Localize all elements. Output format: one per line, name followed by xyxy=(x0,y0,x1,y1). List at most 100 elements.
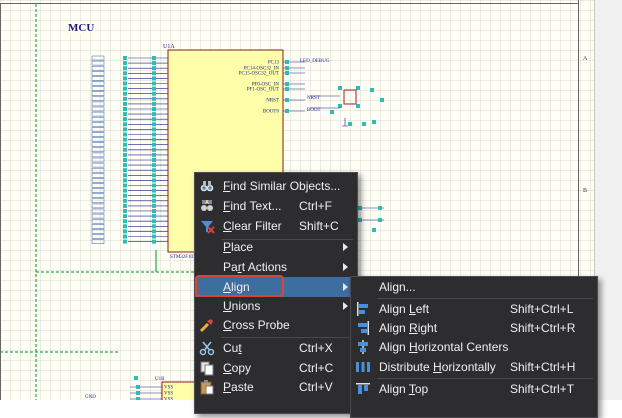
menu-item-label: Align xyxy=(223,280,250,294)
menu-item-find-similar-objects[interactable]: Find Similar Objects... xyxy=(195,176,357,196)
pin-handle xyxy=(356,104,360,108)
submenu-arrow-icon xyxy=(343,243,348,251)
net-label-box xyxy=(91,198,105,204)
menu-item-part-actions[interactable]: Part Actions xyxy=(195,257,357,277)
pin-handle xyxy=(152,224,156,229)
menu-item-paste[interactable]: Paste Ctrl+V xyxy=(195,377,357,397)
pin-handle xyxy=(152,188,156,193)
pin-handle xyxy=(152,142,156,147)
pin-handle xyxy=(358,206,362,210)
net-label-box xyxy=(91,208,105,214)
net-label-box xyxy=(91,127,105,132)
border-letter-a: A xyxy=(583,56,588,62)
pin-handle xyxy=(123,188,127,193)
menu-item-label: Cross Probe xyxy=(223,318,290,332)
pin-handle xyxy=(123,234,127,239)
align-submenu: Align... Align Left Shift+Ctrl+L Align R… xyxy=(350,276,598,418)
menu-item-label: Cut xyxy=(223,341,242,355)
menu-item-shortcut: Ctrl+C xyxy=(299,361,334,375)
pin-handle xyxy=(123,158,127,162)
net-label-box xyxy=(91,111,105,117)
pin-handle xyxy=(378,206,382,210)
pin-handle xyxy=(123,76,127,81)
menu-item-unions[interactable]: Unions xyxy=(195,296,357,316)
pin-handle xyxy=(152,168,156,173)
pin-handle xyxy=(123,132,127,137)
pin-handle xyxy=(152,112,156,117)
pin-handle xyxy=(152,107,156,111)
pin-handle xyxy=(123,66,127,71)
pin-handle xyxy=(152,137,156,142)
border-letter-b: B xyxy=(583,188,588,194)
pin-handle xyxy=(152,239,156,244)
menu-item-place[interactable]: Place xyxy=(195,237,357,257)
pin-handle xyxy=(152,117,156,122)
submenu-item-distribute-horizontally[interactable]: Distribute Horizontally Shift+Ctrl+H xyxy=(351,357,597,377)
pin-handle xyxy=(152,173,156,178)
pin-handle xyxy=(330,110,334,114)
pin-handle xyxy=(123,183,127,188)
net-label-box xyxy=(91,106,105,112)
pin-handle xyxy=(123,178,127,183)
pin-handle xyxy=(123,61,127,66)
pin-handle xyxy=(152,209,156,213)
submenu-item-align-dialog[interactable]: Align... xyxy=(351,277,597,297)
net-label-box xyxy=(91,65,105,71)
pin-name: GND xyxy=(85,395,96,400)
pin-handle xyxy=(152,101,156,106)
menu-item-copy[interactable]: Copy Ctrl+C xyxy=(195,358,357,378)
menu-item-shortcut: Ctrl+V xyxy=(299,380,333,394)
pin-handle xyxy=(285,87,289,91)
pin-handle xyxy=(152,81,156,86)
menu-item-label: Find Similar Objects... xyxy=(223,179,341,193)
pin-handle xyxy=(372,120,376,124)
pin-name: PF0-OSC_IN xyxy=(252,83,280,88)
pin-handle xyxy=(378,218,382,222)
net-label-box xyxy=(91,71,105,76)
submenu-item-align-top[interactable]: Align Top Shift+Ctrl+T xyxy=(351,379,597,399)
submenu-item-shortcut: Shift+Ctrl+H xyxy=(510,360,576,374)
pin-handle xyxy=(338,86,342,90)
align-right-icon xyxy=(358,321,369,335)
net-label-box xyxy=(91,224,105,229)
pin-handle xyxy=(123,96,127,101)
component-ref: U1A xyxy=(163,44,175,50)
submenu-item-align-right[interactable]: Align Right Shift+Ctrl+R xyxy=(351,318,597,338)
pin-name: BOOT0 xyxy=(263,110,280,115)
pin-handle xyxy=(152,163,156,168)
submenu-item-label: Align Left xyxy=(379,302,430,316)
net-label-box xyxy=(91,147,105,153)
pin-handle xyxy=(348,122,352,126)
pin-handle xyxy=(285,66,289,70)
pin-handle xyxy=(152,198,156,203)
svg-text:A: A xyxy=(205,200,209,206)
pin-handle xyxy=(152,203,156,208)
cross-probe-icon xyxy=(199,319,213,333)
net-label-box xyxy=(91,162,105,168)
menu-item-cut[interactable]: Cut Ctrl+X xyxy=(195,338,357,358)
pin-handle xyxy=(123,147,127,152)
submenu-item-align-horizontal-centers[interactable]: Align Horizontal Centers xyxy=(351,337,597,357)
menu-item-label: Copy xyxy=(223,361,252,375)
pin-handle xyxy=(136,391,140,395)
menu-item-label: Unions xyxy=(223,299,261,313)
menu-item-find-text[interactable]: A Find Text... Ctrl+F xyxy=(195,196,357,216)
context-menu: Find Similar Objects... A Find Text... C… xyxy=(194,172,358,414)
submenu-item-align-left[interactable]: Align Left Shift+Ctrl+L xyxy=(351,299,597,319)
net-label-box xyxy=(91,178,105,183)
net-label-box xyxy=(91,173,105,178)
menu-item-clear-filter[interactable]: Clear Filter Shift+C xyxy=(195,216,357,236)
pin-handle xyxy=(123,229,127,234)
menu-item-cross-probe[interactable]: Cross Probe xyxy=(195,315,357,335)
menu-item-shortcut: Shift+C xyxy=(299,219,339,233)
pin-name: VSS xyxy=(164,386,173,391)
net-label-box xyxy=(91,183,105,188)
pin-name: PC15-OSC32_OUT xyxy=(239,72,279,77)
menu-item-align[interactable]: Align xyxy=(195,277,357,297)
pin-handle xyxy=(123,112,127,117)
distribute-horizontally-icon xyxy=(356,362,370,372)
net-label-box xyxy=(91,203,105,209)
submenu-item-label: Align Right xyxy=(379,321,438,335)
submenu-item-label: Align Top xyxy=(379,382,429,396)
net-label-box xyxy=(91,229,105,234)
